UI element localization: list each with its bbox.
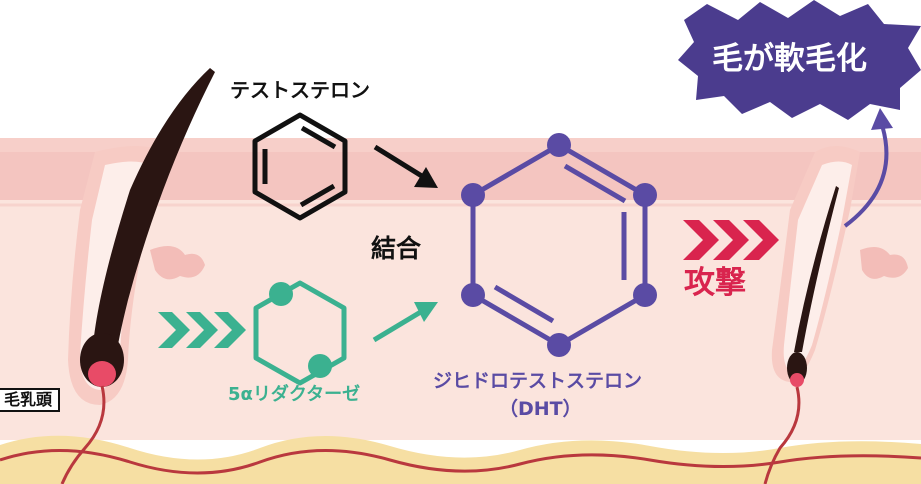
soften-badge-label: 毛が軟毛化 xyxy=(712,41,867,77)
chevron-right-triple-icon xyxy=(158,312,246,348)
papilla-label: 毛乳頭 xyxy=(0,388,61,412)
right-blood-vessel xyxy=(763,386,801,484)
benzene-ring-icon xyxy=(252,112,348,221)
left-gland xyxy=(150,246,205,280)
skin-bottom-wave xyxy=(0,449,921,475)
right-gland xyxy=(860,246,908,279)
arrow-testosterone-to-dht xyxy=(373,144,438,188)
hexagon-molecule-icon xyxy=(461,133,657,357)
right-hair-shaft xyxy=(794,186,839,352)
left-blood-vessel xyxy=(60,385,106,484)
skin-top-edge xyxy=(0,138,921,152)
left-dermal-papilla xyxy=(88,361,116,387)
arrow-enzyme-to-dht xyxy=(372,302,438,343)
right-dermal-papilla xyxy=(790,373,804,387)
enzyme-label: 5αリダクターゼ xyxy=(228,384,361,405)
binding-label: 結合 xyxy=(371,234,422,263)
starburst-badge-icon xyxy=(678,0,921,120)
dht-name-label: ジヒドロテストステロン xyxy=(433,370,643,392)
testosterone-label: テストステロン xyxy=(230,78,370,102)
fat-layer xyxy=(0,435,921,484)
chevron-right-triple-icon xyxy=(683,220,779,260)
dht-abbr-label: （DHT） xyxy=(499,398,582,420)
hexagon-molecule-icon xyxy=(253,280,347,386)
curved-arrow-icon xyxy=(843,108,893,228)
left-hair-shaft xyxy=(92,68,215,358)
attack-label: 攻撃 xyxy=(684,265,746,301)
